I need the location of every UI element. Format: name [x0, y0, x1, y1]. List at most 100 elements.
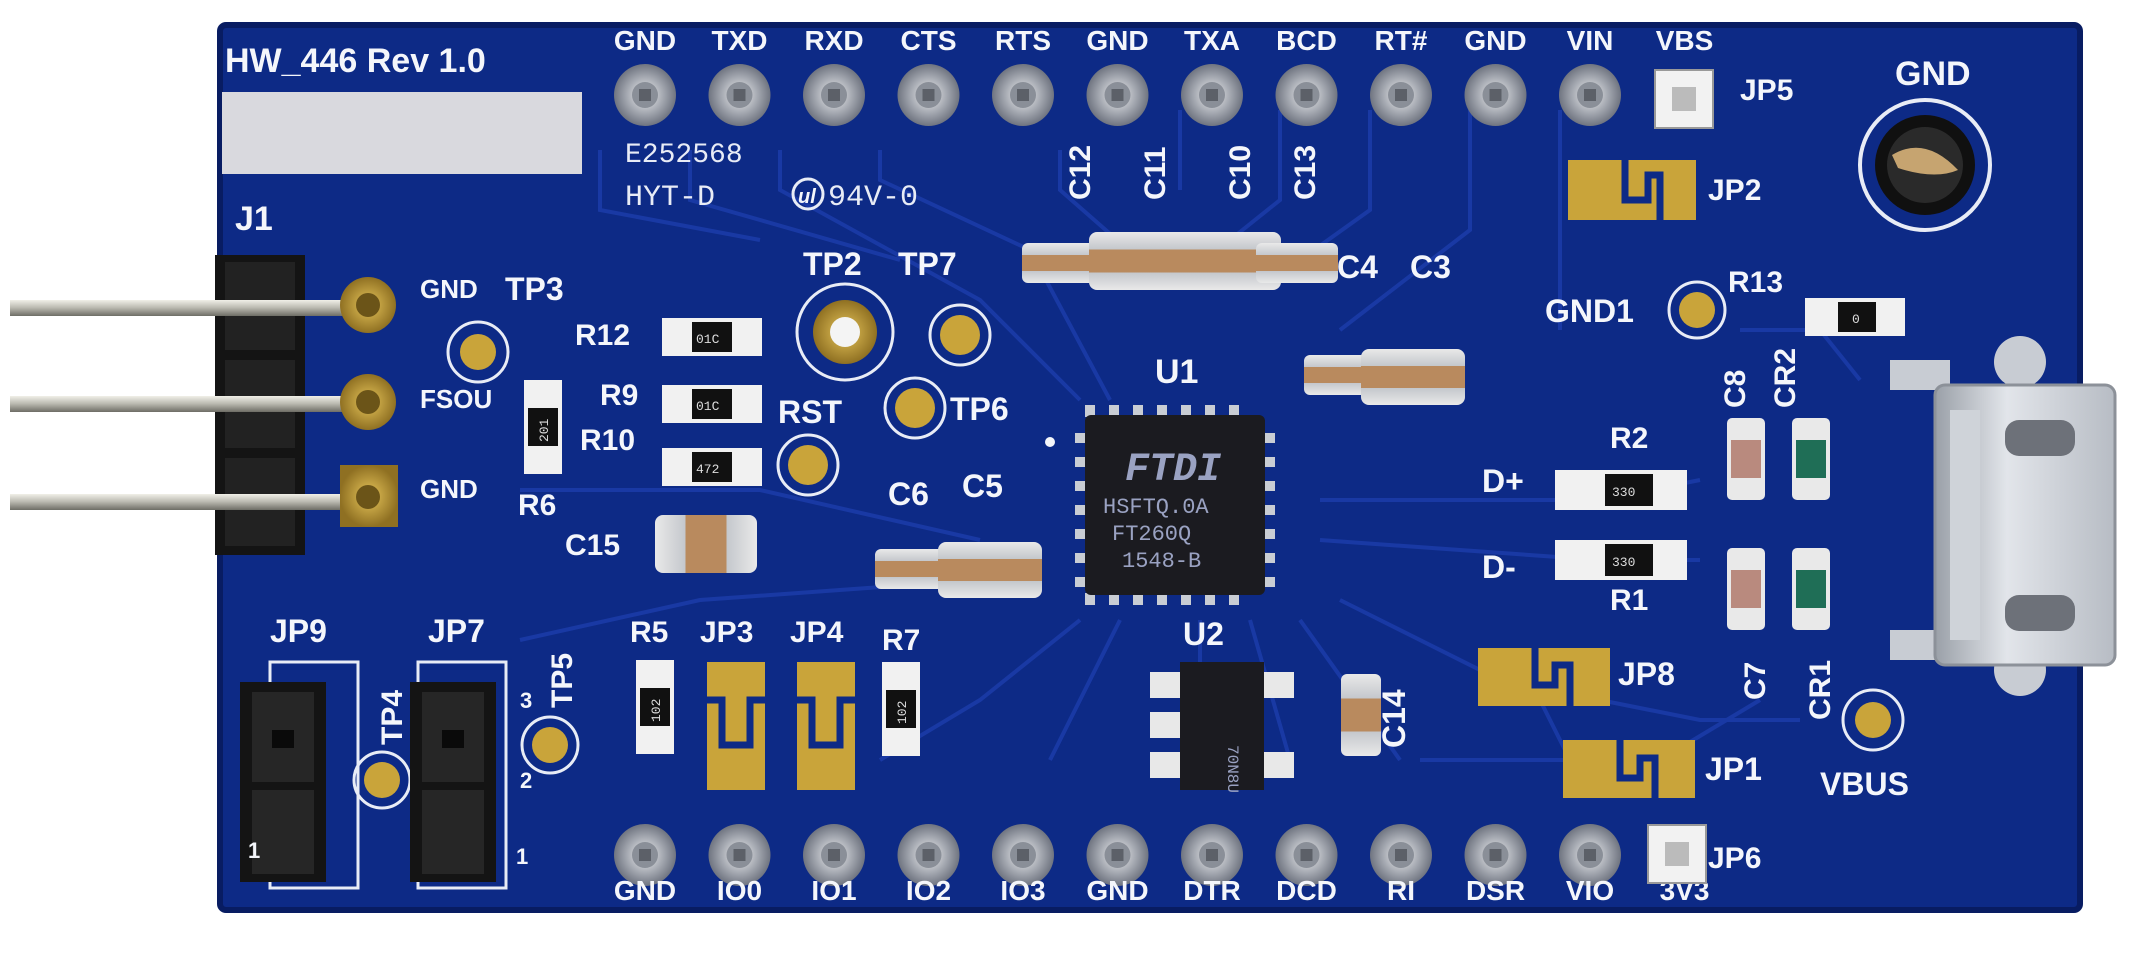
top-header-label-0: GND [614, 25, 676, 56]
bottom-header-pad-1 [708, 824, 771, 886]
ul-logo: ul [791, 177, 825, 211]
bottom-header-pad-9 [1464, 824, 1527, 886]
r1-label: R1 [1610, 584, 1648, 617]
top-header-pad-4 [992, 64, 1054, 126]
r5-resistor: 102 [636, 660, 674, 754]
jp5-pad [1654, 69, 1714, 129]
bottom-header-label-3: IO2 [906, 875, 951, 906]
jp7-label: JP7 [428, 613, 485, 649]
board-title: HW_446 Rev 1.0 [225, 42, 486, 80]
tp4-label: TP4 [376, 690, 409, 745]
bottom-header-pad-8 [1370, 824, 1432, 886]
top-header-label-5: GND [1086, 25, 1148, 56]
vbus-testpoint [1841, 688, 1905, 752]
tp2-label: TP2 [803, 246, 862, 282]
jp9-pin-header [240, 682, 326, 882]
u2-label: U2 [1183, 616, 1224, 652]
top-header-label-7: BCD [1276, 25, 1337, 56]
bottom-header-label-0: GND [614, 875, 676, 906]
r10-resistor: 472 [662, 448, 762, 486]
r7-label: R7 [882, 624, 920, 657]
top-header-pad-10 [1559, 64, 1621, 126]
top-header-label-10: VIN [1567, 25, 1614, 56]
r12-resistor: 01C [662, 318, 762, 356]
c3-label: C3 [1410, 249, 1451, 285]
j1-pads [340, 277, 398, 527]
ftdi-logo: FTDI [1125, 448, 1222, 493]
r1-marking: 330 [1612, 555, 1635, 570]
r10-marking: 472 [696, 462, 719, 477]
ul-number: E252568 [625, 140, 743, 171]
r6-marking: 201 [537, 418, 552, 442]
top-header-pad-3 [897, 64, 960, 126]
r5-label: R5 [630, 616, 668, 649]
gnd1-label: GND1 [1545, 293, 1634, 329]
bottom-header-pad-10 [1559, 824, 1621, 886]
tp2-testpoint [795, 282, 895, 382]
top-header-pad-7 [1275, 64, 1338, 126]
top-header-pad-8 [1370, 64, 1432, 126]
cr2-label: CR2 [1769, 348, 1802, 408]
bottom-header-pad-4 [992, 824, 1054, 886]
maker-code: HYT-D [625, 181, 715, 215]
c3-capacitor [1361, 349, 1465, 405]
c6-label: C6 [888, 476, 929, 512]
top-header-pad-9 [1464, 64, 1527, 126]
jp8-label: JP8 [1618, 656, 1675, 692]
vbus-label: VBUS [1820, 766, 1909, 802]
top-header-label-9: GND [1464, 25, 1526, 56]
cr1-label: CR1 [1804, 660, 1837, 720]
u1-label: U1 [1155, 353, 1198, 391]
r13-label: R13 [1728, 266, 1783, 299]
j1-header [10, 255, 370, 555]
top-header-pad-2 [803, 64, 865, 126]
u1-line3: 1548-B [1122, 549, 1201, 574]
bottom-header-label-4: IO3 [1000, 875, 1045, 906]
top-header-label-11: VBS [1656, 25, 1714, 56]
bottom-header-label-9: DSR [1466, 875, 1525, 906]
tp5-testpoint [520, 715, 580, 775]
dminus-label: D- [1482, 549, 1516, 585]
top-header-label-3: CTS [901, 25, 957, 56]
gnd1-testpoint [1667, 280, 1727, 340]
j1-label: J1 [235, 200, 273, 238]
u1-ft260q-chip: FTDI HSFTQ.0A FT260Q 1548-B [1045, 405, 1275, 605]
jp9-pin2: 2 [520, 768, 532, 793]
jp5-label: JP5 [1740, 74, 1793, 107]
top-header-label-1: TXD [712, 25, 768, 56]
c15-label: C15 [565, 529, 620, 562]
bottom-header-label-10: VIO [1566, 875, 1614, 906]
bottom-header-label-2: IO1 [811, 875, 856, 906]
bottom-header-label-5: GND [1086, 875, 1148, 906]
gnd-post-label: GND [1895, 55, 1971, 93]
c13-capacitor [1256, 243, 1338, 283]
jp3-solder-jumper [707, 662, 765, 790]
j1-pin1-label: GND [420, 274, 478, 304]
c5-label: C5 [962, 468, 1003, 504]
r5-marking: 102 [649, 699, 664, 722]
r9-marking: 01C [696, 399, 720, 414]
r13-resistor: 0 [1805, 298, 1905, 336]
jp1-solder-jumper [1563, 740, 1695, 798]
r12-marking: 01C [696, 332, 720, 347]
c4-label: C4 [1337, 249, 1378, 285]
dplus-label: D+ [1482, 463, 1524, 499]
jp2-solder-jumper [1568, 160, 1696, 220]
jp6-pad [1647, 824, 1707, 884]
j1-pin2-label: FSOU [420, 384, 492, 414]
j1-pin3-label: GND [420, 474, 478, 504]
r2-label: R2 [1610, 422, 1648, 455]
u2-regulator-chip: 70N8U [1150, 662, 1294, 793]
bottom-header-label-7: DCD [1276, 875, 1337, 906]
c5-capacitor [938, 542, 1042, 598]
bottom-header-label-1: IO0 [717, 875, 762, 906]
r13-marking: 0 [1852, 312, 1860, 327]
jp1-label: JP1 [1705, 751, 1762, 787]
top-header-label-6: TXA [1184, 25, 1240, 56]
bottom-header-pad-3 [897, 824, 960, 886]
bottom-header-label-6: DTR [1183, 875, 1241, 906]
top-header-label-8: RT# [1375, 25, 1428, 56]
